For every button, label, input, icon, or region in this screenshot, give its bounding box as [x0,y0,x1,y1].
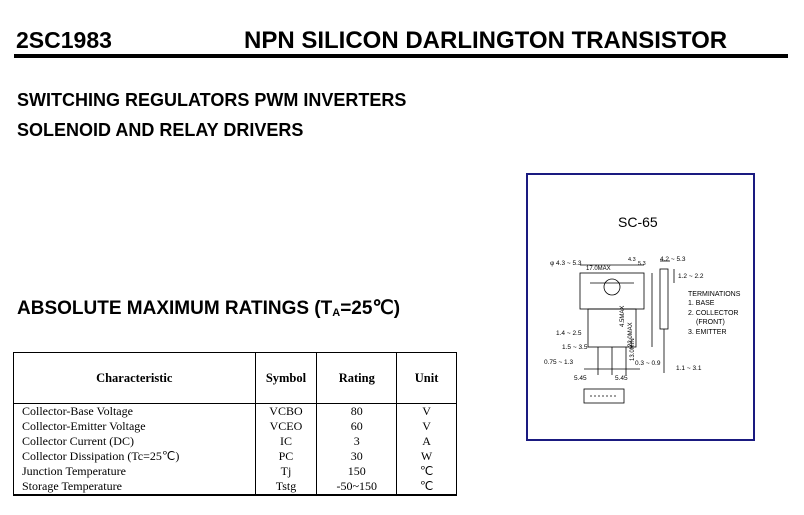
dim-pitch-left: 5.45 [574,375,587,382]
cell-rating: 3 [316,434,398,449]
cell-characteristic: Collector Dissipation (Tc=25℃) [13,449,256,464]
cell-unit: A [396,434,457,449]
cell-rating: 150 [316,464,398,479]
application-line-1: SWITCHING REGULATORS PWM INVERTERS [17,90,407,110]
cell-symbol: VCEO [254,419,318,434]
dim-pitch-right: 5.45 [615,375,628,382]
cell-rating: -50~150 [316,479,398,496]
cell-unit: V [396,419,457,434]
table-row: Collector Current (DC) IC 3 A [13,434,457,449]
terminations-heading: TERMINATIONS [688,291,741,298]
package-name: SC-65 [618,214,658,230]
title-underline [14,54,788,58]
dim-22-max: 22.0MAX [628,322,634,347]
header-symbol: Symbol [254,352,318,404]
package-outline-drawing [579,260,675,404]
dim-lead-1-4: 1.4 ~ 2.5 [556,330,582,337]
dim-lead-0-3: 0.3 ~ 0.9 [635,360,661,367]
termination-base: 1. BASE [688,300,715,307]
dim-lead-1-1: 1.1 ~ 3.1 [676,365,702,372]
cell-unit: ℃ [396,479,457,496]
side-view [659,268,669,330]
table-row: Collector-Emitter Voltage VCEO 60 V [13,419,457,434]
dim-lead-1-5: 1.5 ~ 3.5 [562,344,588,351]
dim-5-3: 5.3 [638,261,646,267]
dim-13-min: 13.0MIN [630,338,636,361]
dim-hole-diameter: φ 4.3 ~ 5.3 [550,260,582,267]
cell-symbol: Tstg [254,479,318,496]
table-row: Collector-Base Voltage VCBO 80 V [13,403,457,419]
cell-rating: 80 [316,403,398,419]
cell-symbol: IC [254,434,318,449]
cell-symbol: VCBO [254,403,318,419]
cell-characteristic: Collector Current (DC) [13,434,256,449]
cell-rating: 30 [316,449,398,464]
cell-symbol: PC [254,449,318,464]
dim-side-thickness: 4.2 ~ 5.3 [660,256,686,263]
cell-unit: W [396,449,457,464]
table-row: Collector Dissipation (Tc=25℃) PC 30 W [13,449,457,464]
header-unit: Unit [396,352,457,404]
table-row: Junction Temperature Tj 150 ℃ [13,464,457,479]
part-number: 2SC1983 [16,27,112,53]
table-header-row: Characteristic Symbol Rating Unit [13,352,457,404]
package-drawing: φ 4.3 ~ 5.3 17.0MAX 4.3 5.3 22.0MAX 4.5M… [544,256,741,404]
termination-collector: 2. COLLECTOR [688,310,738,317]
ratings-table: Characteristic Symbol Rating Unit Collec… [13,352,457,496]
cell-symbol: Tj [254,464,318,479]
application-line-2: SOLENOID AND RELAY DRIVERS [17,120,304,140]
header-rating: Rating [316,352,398,404]
cell-characteristic: Collector-Emitter Voltage [13,419,256,434]
document-title: NPN SILICON DARLINGTON TRANSISTOR [244,27,728,54]
table-row: Storage Temperature Tstg -50~150 ℃ [13,479,457,496]
dim-side-tab: 1.2 ~ 2.2 [678,273,704,280]
dim-width-max: 17.0MAX [586,266,611,272]
cell-characteristic: Collector-Base Voltage [13,403,256,419]
package-outline-box [526,173,755,441]
termination-front: (FRONT) [696,319,725,326]
transistor-tab [579,272,645,310]
header-characteristic: Characteristic [13,352,256,404]
cell-unit: ℃ [396,464,457,479]
mounting-hole [603,278,621,296]
cell-rating: 60 [316,419,398,434]
cell-characteristic: Junction Temperature [13,464,256,479]
ratings-heading: ABSOLUTE MAXIMUM RATINGS (TA=25℃) [17,298,401,319]
cell-unit: V [396,403,457,419]
bottom-view [583,388,625,404]
dim-lead-0-75: 0.75 ~ 1.3 [544,359,573,366]
cell-characteristic: Storage Temperature [13,479,256,496]
dim-4-3: 4.3 [628,257,636,263]
dim-4-5-max: 4.5MAX [620,306,626,327]
termination-emitter: 3. EMITTER [688,329,727,336]
